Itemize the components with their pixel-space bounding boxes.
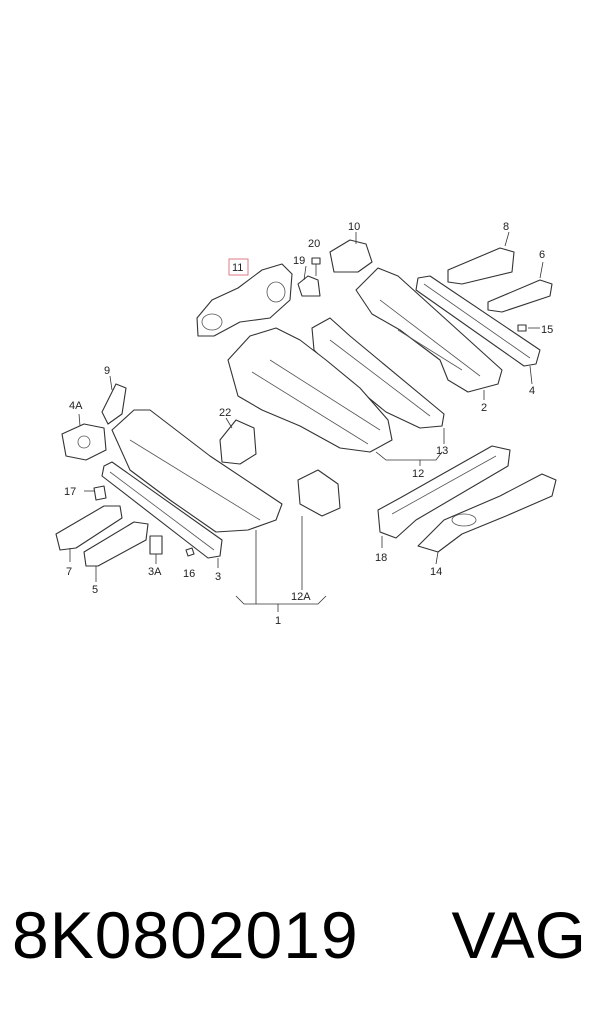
part-11 [196,263,293,337]
callout-12A: 12A [291,591,311,603]
callout-1: 1 [275,615,281,627]
highlight-box-11 [228,258,249,276]
part-9 [101,383,127,425]
part-2 [355,267,503,393]
part-5 [83,521,149,567]
callout-13: 13 [436,445,448,457]
callout-22: 22 [219,407,231,419]
callout-8: 8 [503,221,509,233]
callout-labels: 1 2 3 3A 4 4A 5 6 7 8 9 10 11 12 12A 13 … [64,221,553,627]
callout-4A: 4A [69,400,83,412]
callout-3A: 3A [148,566,162,578]
part-number: 8K0802019 [12,898,359,972]
callout-9: 9 [104,365,110,377]
callout-18: 18 [375,552,387,564]
callout-14: 14 [430,566,442,578]
part-15 [517,324,527,332]
leader-lines [69,231,544,612]
callout-10: 10 [348,221,360,233]
callout-19: 19 [293,255,305,267]
callout-17: 17 [64,486,76,498]
callout-4: 4 [529,385,535,397]
part-16 [185,547,195,557]
part-18 [377,445,511,539]
part-3 [101,461,223,559]
part-front-floor [111,409,283,533]
callout-3: 3 [215,571,221,583]
part-22 [219,419,257,465]
part-19 [297,275,321,297]
part-12A [297,469,341,590]
brand-label: VAG [451,898,586,972]
callout-5: 5 [92,584,98,596]
part-8 [447,247,515,285]
callout-11: 11 [232,262,243,274]
part-4A [61,423,107,461]
part-14 [417,473,557,553]
part-7 [55,505,123,551]
part-6 [487,279,553,313]
part-17 [93,485,107,501]
callout-7: 7 [66,566,72,578]
callout-12: 12 [412,468,424,480]
callout-6: 6 [539,249,545,261]
callout-16: 16 [183,568,195,580]
part-main-floor-center [227,327,393,453]
callout-2: 2 [481,402,487,414]
part-4 [415,275,541,367]
callout-20: 20 [308,238,320,250]
part-20 [311,257,321,276]
callout-15: 15 [541,324,553,336]
part-10 [329,239,373,273]
part-3A [149,535,163,555]
footer: 8K0802019 VAG [0,890,600,980]
